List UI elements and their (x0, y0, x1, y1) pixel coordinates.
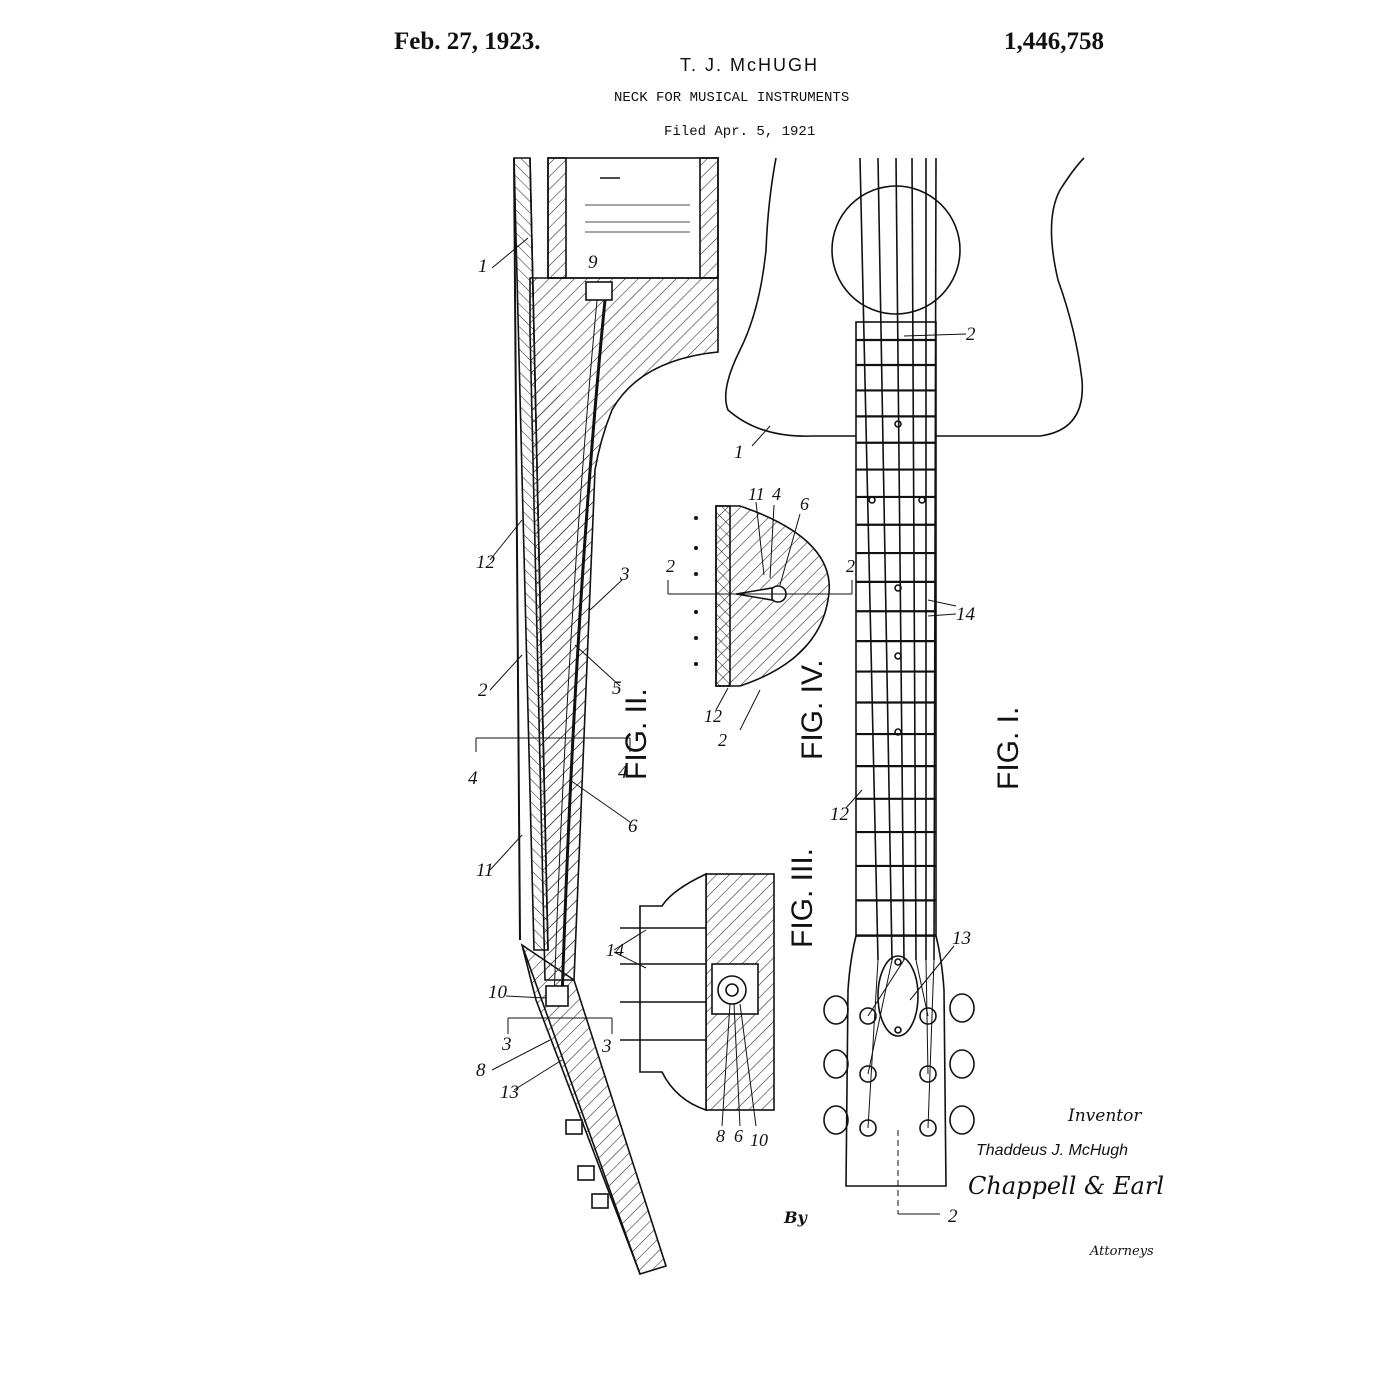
label-2-fig4: 2 (718, 730, 727, 750)
label-12-fig1: 12 (830, 804, 850, 825)
fig4-cross-section (667, 501, 853, 731)
label-12-fig4: 12 (704, 706, 722, 726)
fig4-string-dots (694, 516, 698, 666)
label-3-right: 3 (601, 1036, 612, 1057)
inventor-heading: T. J. McHUGH (680, 55, 819, 75)
rod-nut (585, 281, 613, 301)
truss-cover-plate (877, 955, 919, 1037)
label-14-fig1: 14 (956, 604, 976, 625)
label-3-fig2: 3 (619, 564, 630, 585)
truss-rod (560, 289, 608, 1001)
invention-title: NECK FOR MUSICAL INSTRUMENTS (614, 90, 850, 106)
filing-date: Filed Apr. 5, 1921 (664, 124, 816, 140)
inventor-name: Thaddeus J. McHugh (976, 1142, 1129, 1159)
label-4-fig4: 4 (772, 484, 781, 504)
label-4-right: 4 (618, 762, 628, 783)
headstock-front (845, 935, 947, 1187)
fig1-caption: FIG. I. (992, 707, 1025, 790)
label-2-fig2: 2 (478, 680, 488, 701)
fig2-caption: FIG. II. (620, 688, 653, 780)
label-13-fig2: 13 (500, 1082, 519, 1103)
label-11-fig2: 11 (476, 860, 494, 881)
tuner-pegs (823, 993, 975, 1137)
body-end-block (547, 157, 719, 279)
label-1-fig1: 1 (734, 442, 744, 463)
label-8-fig2: 8 (476, 1060, 486, 1081)
label-2-bottom: 2 (948, 1206, 958, 1227)
label-2-fig4-left: 2 (666, 556, 675, 576)
fig3-caption: FIG. III. (786, 848, 819, 948)
label-10-fig3: 10 (750, 1130, 768, 1150)
patent-number: 1,446,758 (1004, 28, 1104, 55)
label-11-fig4: 11 (748, 484, 765, 504)
guitar-body-outline (724, 157, 1085, 437)
label-1-fig2: 1 (478, 256, 488, 277)
label-14-fig3: 14 (606, 940, 624, 960)
label-12-fig2: 12 (476, 552, 496, 573)
fig2-section-view (475, 157, 719, 1275)
patent-date: Feb. 27, 1923. (394, 28, 541, 55)
label-2-fig4-right: 2 (846, 556, 855, 576)
label-10-fig2: 10 (488, 982, 508, 1003)
label-6-fig3: 6 (734, 1126, 743, 1146)
attorney-signature: Chappell & Earl (968, 1172, 1165, 1200)
label-8-fig3: 8 (716, 1126, 725, 1146)
label-6-fig2: 6 (628, 816, 638, 837)
label-5: 5 (612, 678, 622, 699)
body-side-hatch-right (699, 157, 719, 279)
fingerboard (855, 321, 937, 937)
inventor-label: Inventor (1068, 1106, 1142, 1126)
label-3-left: 3 (501, 1034, 512, 1055)
label-4-left: 4 (468, 768, 478, 789)
fig3-headstock-section (613, 872, 775, 1127)
label-2-fig1: 2 (966, 324, 976, 345)
by-label: By (784, 1208, 807, 1227)
rod-anchor (545, 985, 569, 1007)
label-6-fig4: 6 (800, 494, 809, 514)
fig1-front-view (724, 157, 1085, 1215)
label-9: 9 (588, 252, 598, 273)
attorneys-label: Attorneys (1090, 1244, 1154, 1259)
body-side-hatch-left (547, 157, 567, 279)
fig4-caption: FIG. IV. (796, 659, 829, 760)
label-13-fig1: 13 (952, 928, 971, 949)
headstock-section (520, 943, 668, 1275)
